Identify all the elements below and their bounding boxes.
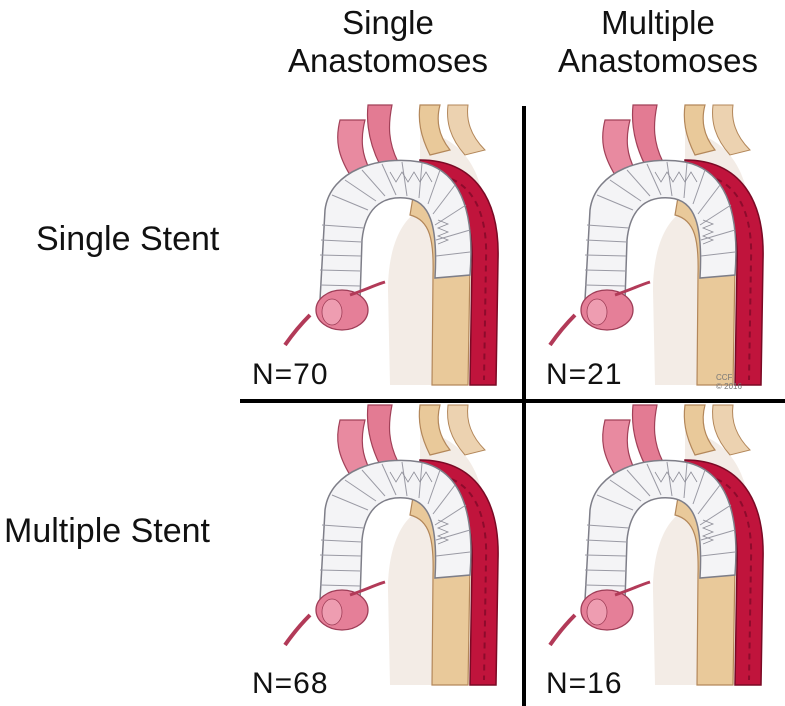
sample-size-label: N=68 [252,667,329,700]
aortic-arch-illustration [548,404,764,686]
row-header-multiple-stent: Multiple Stent [4,512,210,550]
branch-vessel-pink-2 [631,404,664,466]
horizontal-divider [240,399,785,403]
column-header-line2: Anastomoses [288,42,488,79]
sample-size-label: N=21 [546,358,623,391]
stent-graft-arch [319,459,472,601]
vertical-divider [522,106,526,706]
stent-graft-arch [319,159,472,301]
aortic-arch-illustration [283,104,499,386]
cell-multiple-anastomoses-single-stent [535,100,785,390]
column-header-multiple-anastomoses: Multiple Anastomoses [538,4,778,80]
column-header-line2: Anastomoses [558,42,758,79]
row-header-single-stent: Single Stent [36,220,220,258]
column-header-line1: Single [342,4,434,41]
coronary-artery [283,613,312,647]
branch-vessel-left-subclavian [683,104,717,156]
branch-vessel-pink-2 [631,104,664,166]
branch-vessel-left-subclavian [418,104,452,156]
branch-vessel-carotid [712,104,751,156]
coronary-artery [283,313,312,347]
branch-vessel-carotid [447,404,486,456]
cell-single-anastomoses-multiple-stent [270,400,520,690]
column-header-line1: Multiple [601,4,715,41]
stent-graft-arch [584,159,737,301]
branch-vessel-carotid [712,404,751,456]
branch-vessel-carotid [447,104,486,156]
coronary-artery [548,313,577,347]
branch-vessel-left-subclavian [418,404,452,456]
cell-single-anastomoses-single-stent [270,100,520,390]
sample-size-label: N=16 [546,667,623,700]
stent-graft-arch [584,459,737,601]
branch-vessel-pink-2 [366,404,399,466]
branch-vessel-left-subclavian [683,404,717,456]
sample-size-label: N=70 [252,358,329,391]
column-header-single-anastomoses: Single Anastomoses [268,4,508,80]
cell-multiple-anastomoses-multiple-stent [535,400,785,690]
aortic-arch-illustration [548,104,764,386]
coronary-artery [548,613,577,647]
illustrator-signature: CCF © 2016 [716,373,742,391]
aortic-arch-illustration [283,404,499,686]
branch-vessel-pink-2 [366,104,399,166]
